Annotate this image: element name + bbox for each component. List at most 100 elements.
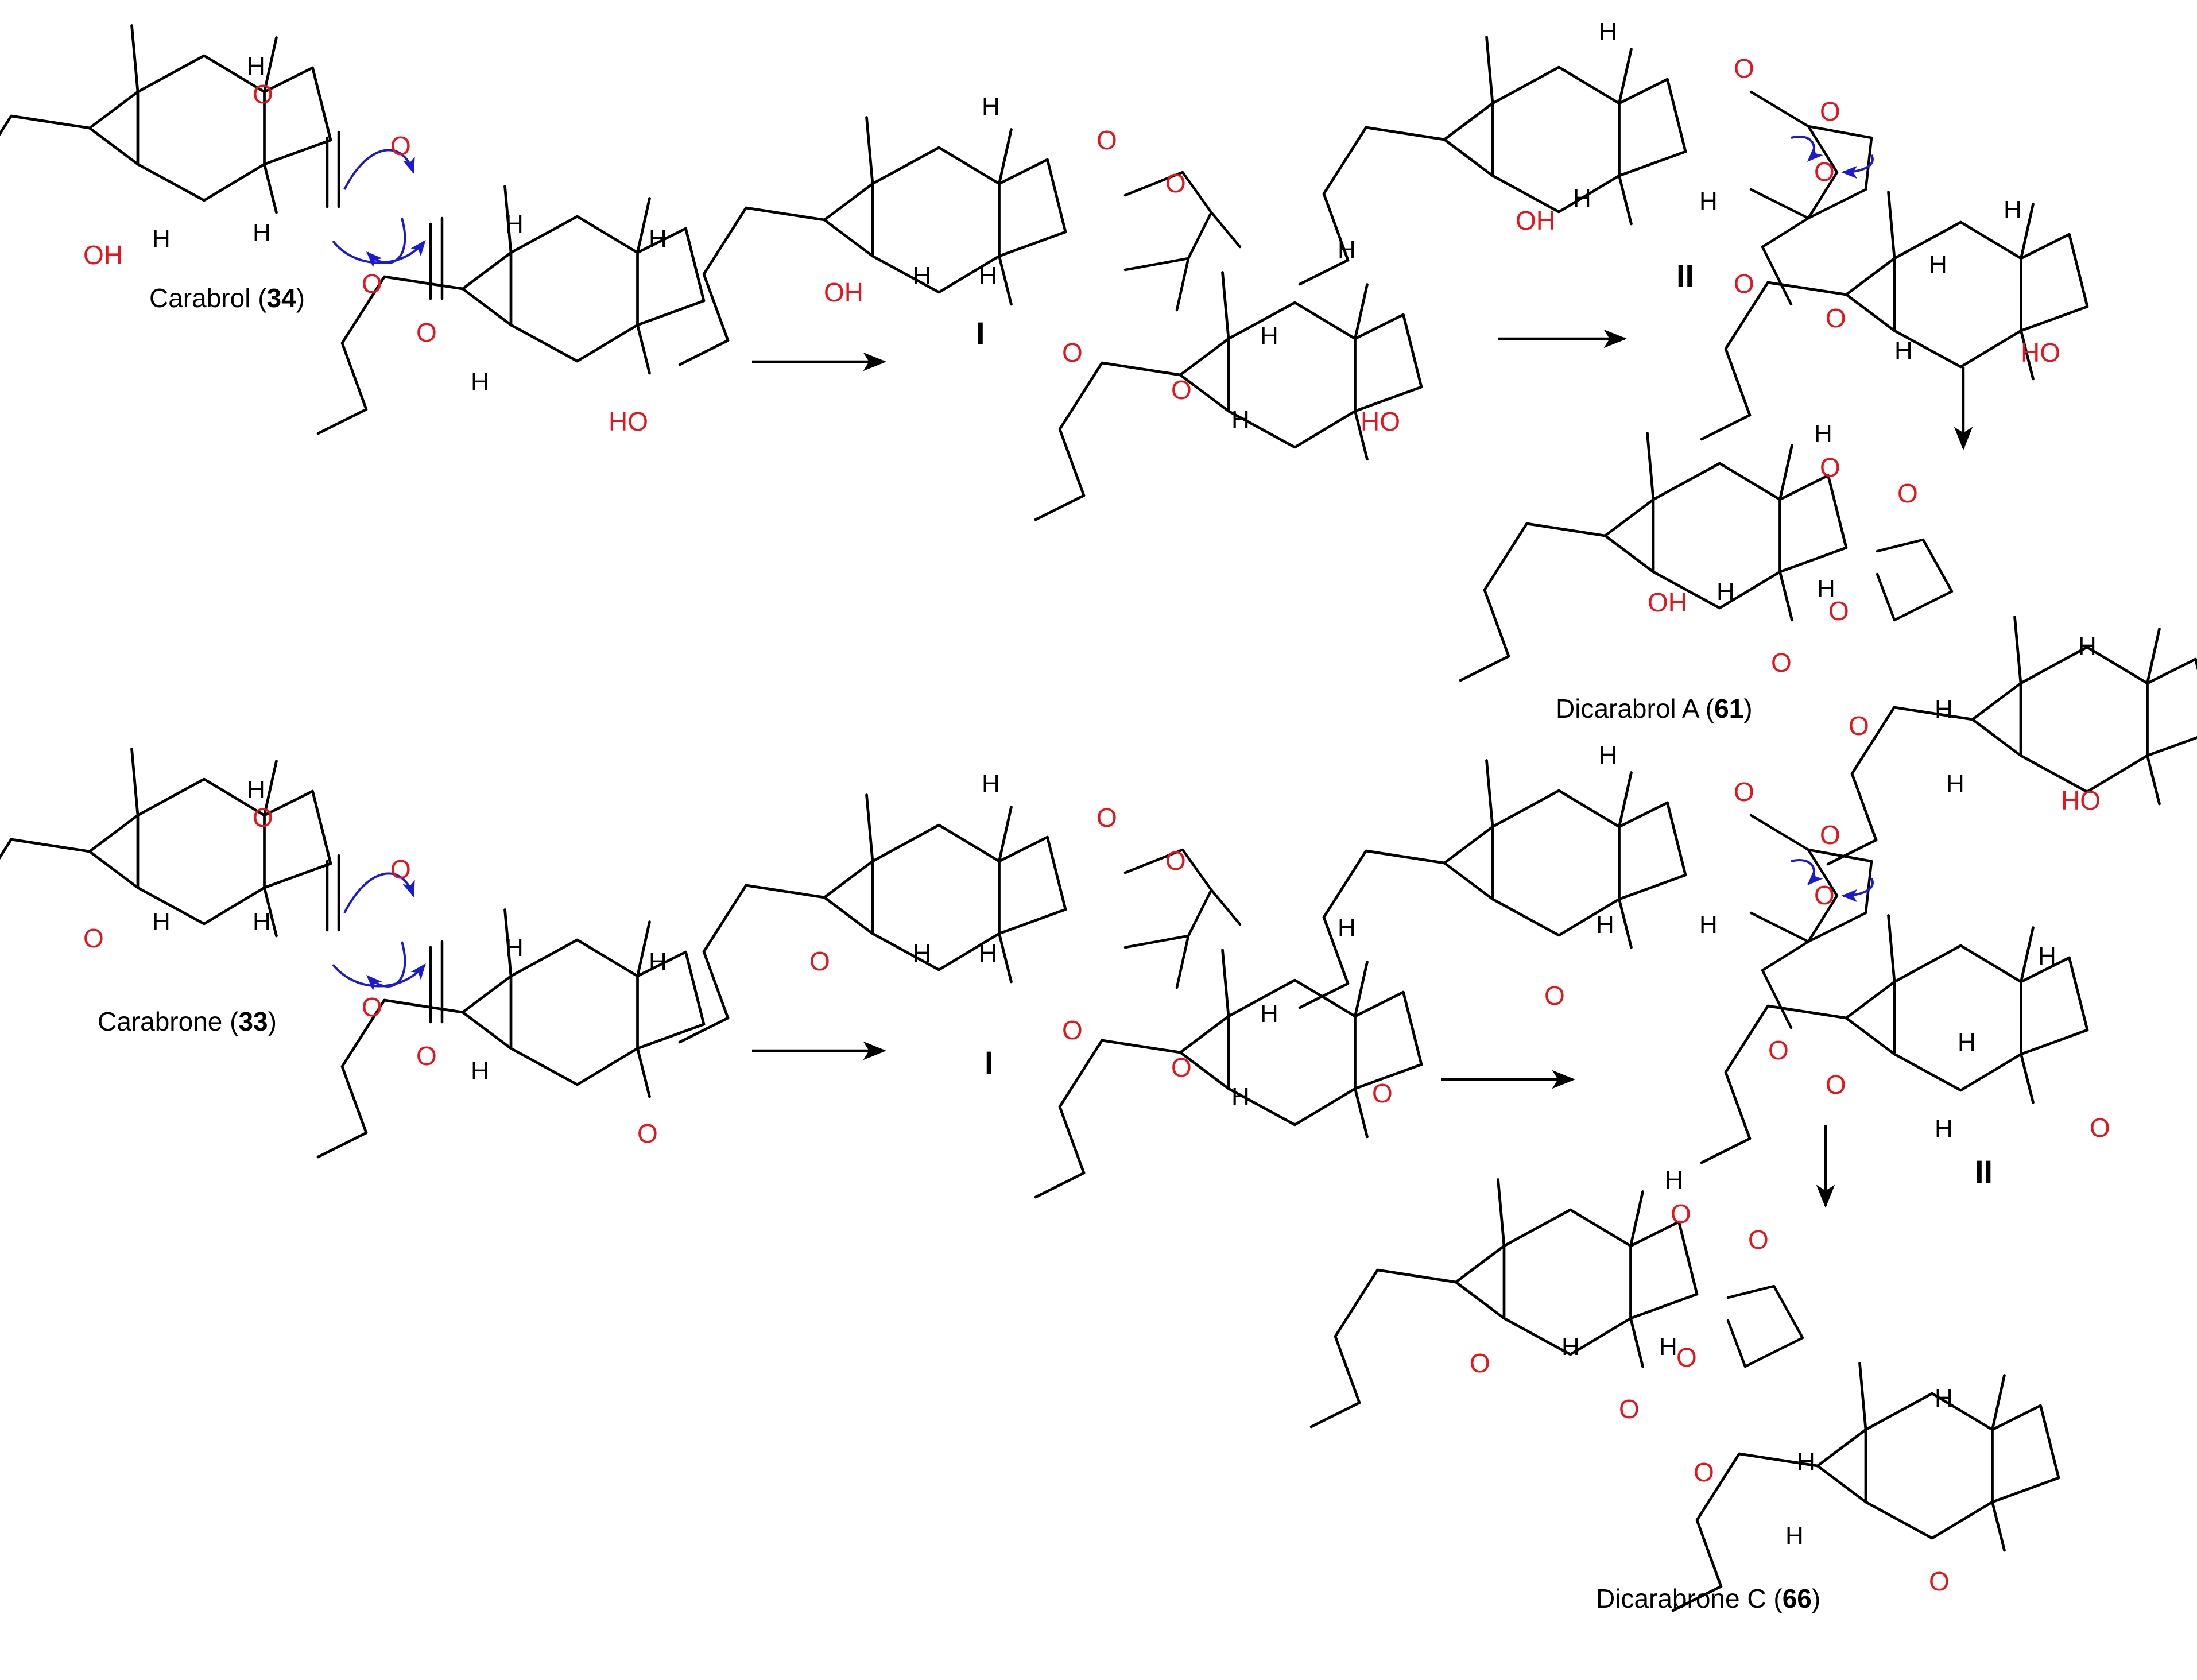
oxygen-label: O bbox=[1671, 1199, 1691, 1229]
oxygen-label: O bbox=[1676, 1342, 1697, 1372]
oxygen-label: O bbox=[1820, 820, 1840, 850]
hydrogen-label: H bbox=[982, 770, 1000, 798]
hydrogen-label: H bbox=[1596, 911, 1614, 939]
hydrogen-label: H bbox=[505, 934, 524, 962]
hydrogen-label: H bbox=[471, 1057, 489, 1085]
compound-caption-dicarabrol-a: Dicarabrol A (61) bbox=[1556, 694, 1753, 723]
hydrogen-label: H bbox=[2078, 632, 2097, 660]
hydrogen-label: H bbox=[1231, 1083, 1250, 1111]
hydrogen-label: H bbox=[253, 219, 271, 247]
hydroxyl-label: OH bbox=[1516, 206, 1555, 235]
carabrone-electron-arrows bbox=[332, 872, 426, 991]
oxygen-label: O bbox=[1062, 338, 1083, 367]
oxygen-label: O bbox=[1768, 1035, 1789, 1065]
hydrogen-label: H bbox=[471, 368, 489, 396]
carabrone-structure bbox=[0, 749, 704, 1158]
compound-caption-dicarabrone-c: Dicarabrone C (66) bbox=[1596, 1584, 1820, 1613]
hydrogen-label: H bbox=[979, 262, 997, 290]
hydrogen-label: H bbox=[1699, 187, 1718, 215]
hydrogen-label: H bbox=[649, 224, 667, 253]
compound-caption-carabrol: Carabrol (34) bbox=[149, 283, 305, 313]
oxygen-label: O bbox=[1096, 125, 1117, 155]
hydrogen-label: H bbox=[1935, 695, 1953, 723]
ketone-oxygen-label: O bbox=[1544, 981, 1565, 1011]
hydrogen-label: H bbox=[1946, 770, 1964, 798]
hydrogen-label: H bbox=[1260, 1000, 1278, 1028]
hydrogen-label: H bbox=[1699, 911, 1718, 939]
hydrogen-label: H bbox=[1929, 250, 1947, 278]
hydroxyl-label: HO bbox=[2061, 785, 2101, 815]
hydrogen-label: H bbox=[649, 948, 667, 976]
hydroxyl-label: OH bbox=[1648, 587, 1687, 617]
hydrogen-label: H bbox=[979, 939, 997, 967]
carabrol-electron-arrows bbox=[332, 149, 426, 268]
dicarabrol-a-structure bbox=[1460, 433, 2197, 865]
hydrogen-label: H bbox=[1231, 405, 1250, 433]
oxygen-label: O bbox=[1814, 157, 1835, 187]
hydrogen-label: H bbox=[1958, 1028, 1976, 1056]
hydroxyl-label: OH bbox=[83, 240, 123, 270]
oxygen-label: O bbox=[1814, 880, 1835, 910]
hydrogen-label: H bbox=[1894, 336, 1913, 365]
oxygen-label: O bbox=[1734, 269, 1754, 299]
oxygen-label: O bbox=[1619, 1394, 1640, 1424]
ketone-oxygen-label: O bbox=[1372, 1078, 1393, 1108]
hydrogen-label: H bbox=[1599, 741, 1617, 769]
ketone-oxygen-label: O bbox=[83, 923, 104, 953]
intermediate-one-structure-row2 bbox=[680, 795, 1421, 1198]
oxygen-label: O bbox=[1771, 648, 1792, 678]
hydrogen-label: H bbox=[152, 908, 171, 936]
oxygen-label: O bbox=[1694, 1457, 1714, 1487]
compound-caption-carabrone: Carabrone (33) bbox=[98, 1007, 277, 1036]
hydrogen-label: H bbox=[152, 224, 171, 253]
intermediate-label: II bbox=[1975, 1153, 1993, 1190]
hydrogen-label: H bbox=[1814, 420, 1832, 448]
oxygen-label: O bbox=[1165, 168, 1186, 198]
oxygen-label: O bbox=[416, 1041, 437, 1071]
oxygen-label: O bbox=[1062, 1015, 1083, 1045]
intermediate-two-structure bbox=[1300, 37, 2087, 440]
hydrogen-label: H bbox=[1935, 1114, 1953, 1143]
hydrogen-label: H bbox=[1260, 322, 1278, 350]
hydroxyl-label: OH bbox=[824, 277, 863, 307]
oxygen-label: O bbox=[1849, 711, 1869, 741]
ketone-oxygen-label: O bbox=[637, 1118, 658, 1148]
hydrogen-label: H bbox=[247, 776, 265, 804]
hydrogen-label: H bbox=[1561, 1333, 1580, 1361]
ketone-oxygen-label: O bbox=[1470, 1348, 1490, 1378]
hydrogen-label: H bbox=[1599, 18, 1617, 46]
oxygen-label: O bbox=[1826, 1070, 1846, 1100]
hydroxyl-label: HO bbox=[609, 407, 648, 436]
intermediate-label: II bbox=[1676, 258, 1694, 294]
hydrogen-label: H bbox=[1665, 1166, 1683, 1194]
hydrogen-label: H bbox=[1797, 1447, 1815, 1476]
oxygen-label: O bbox=[1171, 1052, 1192, 1082]
hydroxyl-label: HO bbox=[2021, 338, 2060, 367]
hydrogen-label: H bbox=[1338, 913, 1356, 942]
oxygen-label: O bbox=[1734, 777, 1754, 807]
hydrogen-label: H bbox=[1716, 578, 1735, 606]
intermediate-two-electron-arrows bbox=[1791, 136, 1874, 179]
intermediate-one-structure bbox=[680, 118, 1421, 520]
hydrogen-label: H bbox=[1785, 1522, 1804, 1550]
hydroxyl-label: HO bbox=[1361, 407, 1400, 436]
ketone-oxygen-label: O bbox=[1929, 1566, 1950, 1596]
intermediate-two-electron-arrows-row2 bbox=[1791, 859, 1874, 903]
ketone-oxygen-label: O bbox=[2090, 1113, 2110, 1143]
hydrogen-label: H bbox=[1817, 575, 1835, 603]
oxygen-label: O bbox=[416, 318, 437, 347]
oxygen-label: O bbox=[362, 992, 382, 1022]
oxygen-label: O bbox=[1828, 596, 1849, 626]
hydrogen-label: H bbox=[2004, 196, 2022, 224]
hydrogen-label: H bbox=[253, 908, 271, 936]
dicarabrone-c-structure bbox=[1311, 1180, 2059, 1611]
hydrogen-label: H bbox=[982, 92, 1000, 121]
intermediate-two-structure-row2 bbox=[1300, 761, 2087, 1163]
oxygen-label: O bbox=[1171, 375, 1192, 405]
oxygen-label: O bbox=[1165, 846, 1186, 876]
hydrogen-label: H bbox=[913, 939, 931, 967]
oxygen-label: O bbox=[362, 269, 382, 299]
oxygen-label: O bbox=[390, 131, 411, 161]
oxygen-label: O bbox=[253, 79, 273, 109]
